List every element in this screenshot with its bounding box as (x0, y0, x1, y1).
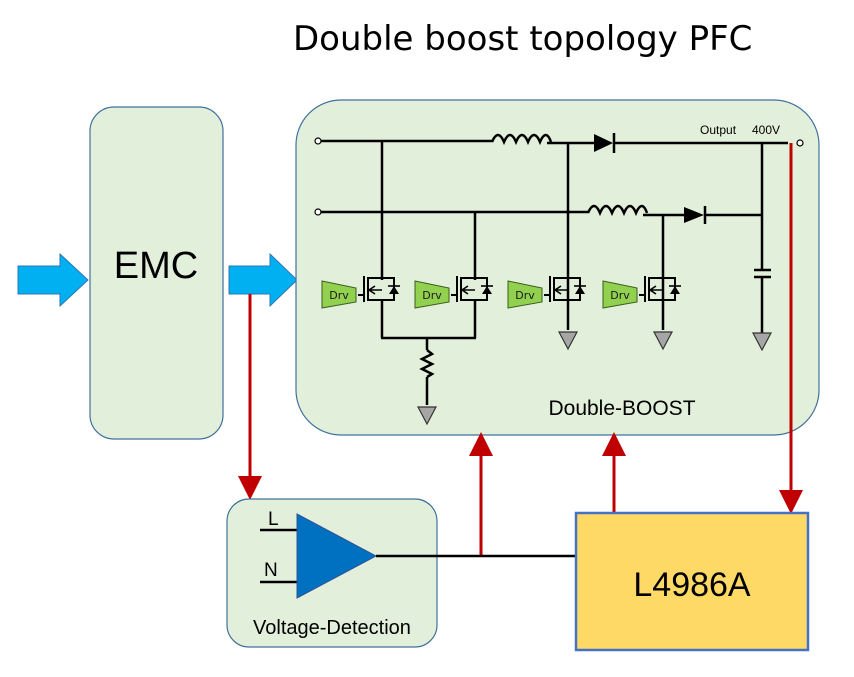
mosfet-switch-unit: Drv (602, 276, 681, 309)
mosfet-channel (553, 277, 568, 301)
body-diode-icon (389, 286, 399, 294)
body-diode-icon (670, 286, 680, 294)
input-l-label: L (268, 509, 279, 530)
resistor-icon (419, 349, 435, 379)
driver-label: Drv (422, 289, 442, 302)
input-n-label: N (264, 560, 278, 581)
amplifier-icon (296, 513, 378, 599)
mosfet-switch-unit: Drv (321, 276, 400, 309)
input-power-arrow (17, 252, 89, 308)
diode-2-icon (684, 207, 704, 223)
double-boost-label: Double-BOOST (548, 397, 695, 420)
emc-label: EMC (114, 245, 198, 287)
driver-icon (321, 280, 357, 309)
emc-output-arrow (228, 252, 298, 308)
diagram-title: Double boost topology PFC (293, 19, 752, 59)
output-voltage-label: 400V (752, 123, 780, 137)
mosfet-arrow (368, 285, 382, 295)
mosfet-channel (460, 277, 475, 301)
boost-circuit (314, 133, 804, 426)
controller-label: L4986A (633, 566, 751, 604)
voltage-detection-label: Voltage-Detection (253, 617, 411, 639)
driver-label: Drv (329, 289, 349, 302)
mosfet-arrow (649, 285, 663, 295)
driver-icon (602, 280, 638, 309)
mosfet-switch-unit: Drv (507, 276, 586, 309)
ground-icon (653, 331, 673, 351)
output-terminal (796, 139, 804, 147)
ground-icon (558, 331, 578, 351)
mosfet-arrow (554, 285, 568, 295)
mosfet-arrow (461, 285, 475, 295)
emc-block[interactable] (89, 106, 224, 440)
driver-icon (507, 280, 543, 309)
driver-label: Drv (610, 289, 630, 302)
mosfet-switch-unit: Drv (414, 276, 493, 309)
input-terminal-1 (314, 137, 322, 145)
switch-group: Drv Drv Drv Drv (321, 276, 681, 309)
l4986a-controller-block[interactable] (574, 511, 810, 652)
output-label: Output (700, 123, 737, 137)
input-terminal-2 (314, 208, 322, 216)
body-diode-icon (575, 286, 585, 294)
diode-1-icon (594, 134, 613, 152)
ground-icon (752, 332, 772, 352)
double-boost-block[interactable] (295, 99, 820, 436)
driver-label: Drv (515, 289, 535, 302)
inductor-2-icon (586, 204, 649, 217)
mosfet-channel (367, 277, 382, 301)
body-diode-icon (482, 286, 492, 294)
driver-icon (414, 280, 450, 309)
ground-icon (417, 406, 437, 426)
mosfet-channel (648, 277, 663, 301)
inductor-1-icon (490, 133, 553, 146)
